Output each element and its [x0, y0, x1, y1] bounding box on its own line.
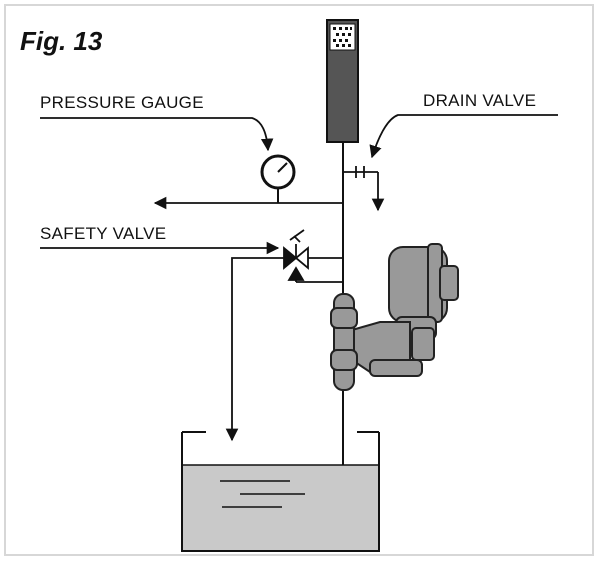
pulsation-dampener-icon [326, 19, 359, 143]
pressure-gauge-leader [40, 117, 274, 152]
tank-icon [181, 431, 380, 552]
drain-valve-label: DRAIN VALVE [423, 91, 537, 110]
safety-valve-label: SAFETY VALVE [40, 224, 167, 243]
drain-valve-leader [369, 114, 558, 159]
safety-return-line [225, 257, 284, 442]
figure-title: Fig. 13 [20, 26, 103, 56]
dosing-pump-icon [330, 243, 459, 391]
safety-valve-icon [283, 229, 343, 283]
pressure-gauge-icon [260, 154, 296, 203]
label-leaders [40, 114, 558, 255]
drain-valve-icon [343, 166, 385, 212]
pressure-gauge-label: PRESSURE GAUGE [40, 93, 204, 112]
